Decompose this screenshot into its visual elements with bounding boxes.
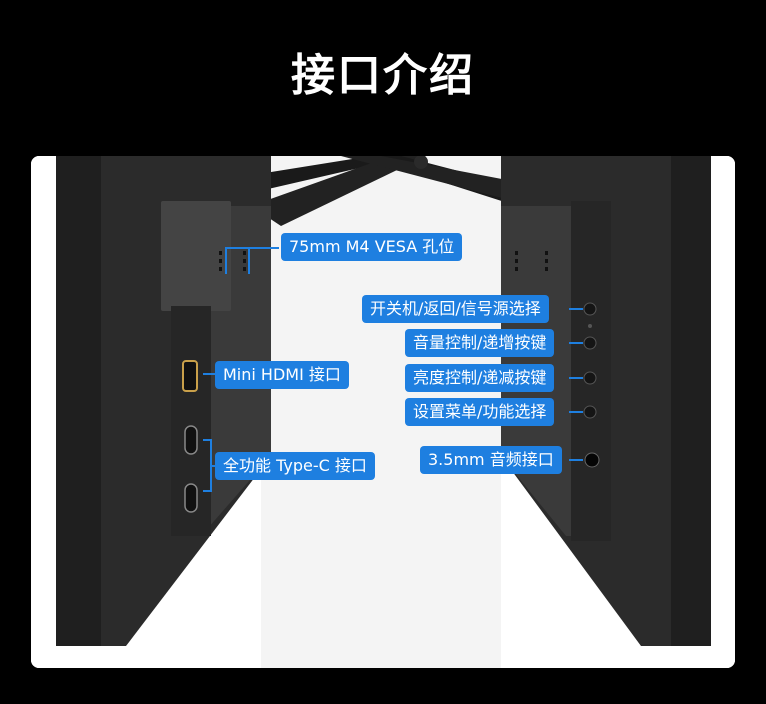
audio-jack-label: 3.5mm 音频接口	[420, 446, 562, 474]
volume-button-icon	[583, 336, 597, 350]
typec-port-2-icon	[184, 483, 198, 513]
brightness-button-icon	[583, 371, 597, 385]
vesa-connector-line	[225, 247, 279, 274]
vesa-label: 75mm M4 VESA 孔位	[281, 233, 463, 261]
power-button-icon	[583, 302, 597, 316]
product-photo-card: 75mm M4 VESA 孔位 Mini HDMI 接口 全功能 Type-C …	[31, 156, 735, 668]
menu-button-icon	[583, 405, 597, 419]
brightness-button-label: 亮度控制/递减按键	[405, 364, 555, 392]
menu-button-label: 设置菜单/功能选择	[405, 398, 555, 426]
power-button-label: 开关机/返回/信号源选择	[362, 295, 549, 323]
hdmi-label: Mini HDMI 接口	[215, 361, 349, 389]
typec-port-1-icon	[184, 425, 198, 455]
typec-label: 全功能 Type-C 接口	[215, 452, 375, 480]
volume-button-label: 音量控制/递增按键	[405, 329, 555, 357]
mini-hdmi-port-icon	[182, 360, 198, 392]
page-title: 接口介绍	[291, 50, 475, 101]
audio-jack-icon	[584, 452, 600, 468]
